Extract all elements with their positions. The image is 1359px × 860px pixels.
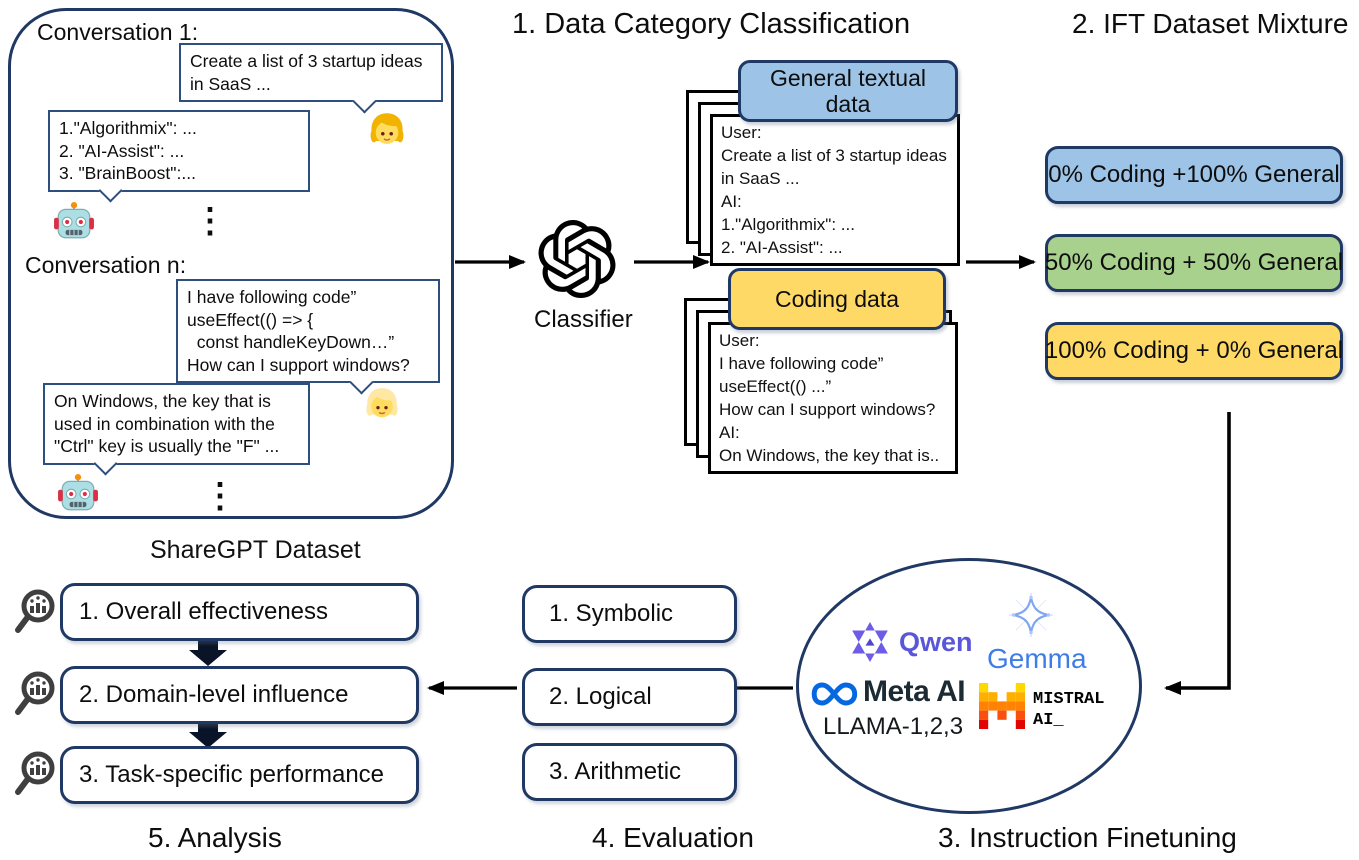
classifier-label: Classifier [534,306,633,333]
mistral-ai-label: MISTRAL AI_ [1033,690,1105,730]
vertical-ellipsis-2: ⋮ [203,477,237,515]
down-arrow-2 [189,723,227,748]
step1-title: 1. Data Category Classification [512,8,911,40]
mistral-logo-icon [979,683,1025,729]
llama-label: LLAMA-1,2,3 [823,713,964,740]
mixture-box-0-coding: 0% Coding +100% General [1045,146,1343,204]
magnifier-chart-icon-3 [15,751,55,795]
coding-data-header: Coding data [728,268,946,330]
analysis-box-task: 3. Task-specific performance [60,746,419,804]
eval-box-symbolic: 1. Symbolic [522,585,737,643]
step5-label: 5. Analysis [148,822,282,853]
gemma-logo-icon [1009,593,1053,637]
step2-title: 2. IFT Dataset Mixture [1072,8,1349,39]
step3-label: 3. Instruction Finetuning [938,822,1237,853]
robot-bubble-1: 1."Algorithmix": ... 2. "AI-Assist": ...… [48,110,310,192]
qwen-label: Qwen [899,627,973,657]
conversation-n-title: Conversation n: [25,252,187,278]
conversation-1-title: Conversation 1: [37,19,199,45]
sharegpt-label: ShareGPT Dataset [150,536,361,564]
qwen-logo-icon [852,622,888,662]
general-card-text: User: Create a list of 3 startup ideas i… [710,114,960,266]
magnifier-chart-icon-2 [15,671,55,715]
step4-label: 4. Evaluation [592,822,754,853]
mixture-box-100-coding: 100% Coding + 0% General [1045,322,1343,380]
arrow-mixtures-to-finetuning [1164,412,1231,695]
analysis-box-domain: 2. Domain-level influence [60,666,419,724]
magnifier-chart-icon-1 [15,589,55,633]
meta-logo-icon [811,682,858,706]
finetuning-models-ellipse: Qwen Gemma Meta AI LLAMA-1,2,3 [796,558,1142,814]
analysis-box-overall: 1. Overall effectiveness [60,583,419,641]
coding-card-text: User: I have following code” useEffect((… [708,322,958,474]
eval-box-logical: 2. Logical [522,668,737,726]
general-data-header: General textual data [738,60,958,122]
sharegpt-container: Conversation 1: Create a list of 3 start… [8,8,454,519]
vertical-ellipsis-1: ⋮ [193,202,227,240]
mixture-box-50-coding: 50% Coding + 50% General [1045,234,1343,292]
person-emoji-icon [366,388,398,418]
openai-logo-icon [538,220,616,298]
down-arrow-1 [189,641,227,666]
gemma-label: Gemma [987,643,1087,674]
robot-bubble-n: On Windows, the key that is used in comb… [43,383,310,465]
woman-emoji-icon [370,113,404,144]
user-bubble-n: I have following code” useEffect(() => {… [176,279,440,383]
eval-box-arithmetic: 3. Arithmetic [522,743,737,801]
user-bubble-1: Create a list of 3 startup ideas in SaaS… [179,43,443,102]
robot-emoji-icon-2 [58,474,98,511]
meta-ai-label: Meta AI [863,675,966,708]
robot-emoji-icon [54,202,94,239]
